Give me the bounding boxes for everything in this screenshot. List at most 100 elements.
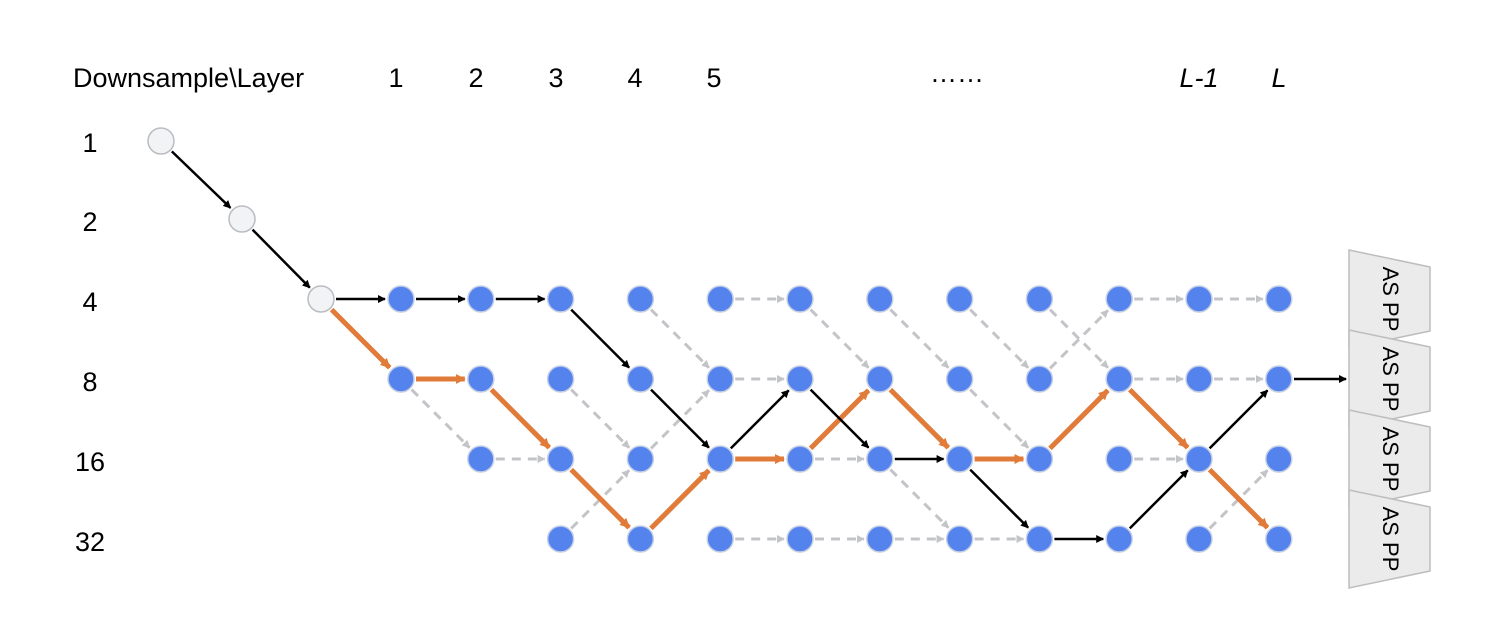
- corner-label: Downsample\Layer: [73, 63, 304, 93]
- cell-node: [866, 445, 894, 473]
- cell-node: [945, 365, 974, 393]
- stem-node: [307, 285, 335, 313]
- cell-node: [1185, 365, 1213, 393]
- cell-node: [866, 285, 894, 313]
- orange-search-path: [329, 307, 1270, 531]
- orange-path-edge: [649, 468, 711, 531]
- column-label-ellipsis: ……: [930, 58, 984, 88]
- black-path-edge: [809, 388, 870, 449]
- cell-node: [1025, 365, 1054, 393]
- cell-node: [786, 525, 814, 553]
- cell-node: [546, 525, 575, 553]
- cell-node: [387, 285, 415, 313]
- cell-node: [546, 285, 575, 313]
- candidate-edge: [1048, 309, 1109, 370]
- cell-node: [786, 365, 814, 393]
- column-label-5: 5: [706, 63, 721, 93]
- cell-node: [546, 445, 575, 473]
- candidate-edge: [570, 388, 631, 449]
- row-label-2: 2: [82, 207, 97, 237]
- cell-node: [1265, 445, 1293, 473]
- cell-nodes: [147, 127, 1293, 553]
- cell-node: [866, 525, 894, 553]
- cell-node: [467, 365, 495, 393]
- cell-node: [467, 285, 495, 313]
- aspp-label-3: AS PP: [1378, 427, 1403, 492]
- cell-node: [1025, 525, 1054, 553]
- stem-node: [147, 127, 175, 155]
- candidate-edge: [649, 308, 710, 369]
- candidate-edge: [1048, 308, 1109, 369]
- aspp-label-2: AS PP: [1378, 347, 1403, 412]
- column-label-3: 3: [548, 63, 563, 93]
- cell-node: [1105, 445, 1133, 473]
- cell-node: [786, 285, 814, 313]
- black-path-edge: [1208, 389, 1269, 450]
- orange-path-edge: [489, 387, 552, 450]
- column-label-4: 4: [627, 63, 642, 93]
- candidate-edge: [969, 388, 1030, 449]
- black-search-path: [170, 150, 1269, 543]
- cell-node: [706, 445, 734, 473]
- cell-node: [1105, 525, 1133, 553]
- black-path-edge: [729, 389, 790, 450]
- cell-node: [1185, 285, 1213, 313]
- cell-node: [706, 285, 734, 313]
- candidate-edge: [889, 468, 950, 529]
- orange-path-edge: [1048, 388, 1110, 451]
- cell-node: [1025, 445, 1054, 473]
- black-path-edge: [650, 388, 710, 449]
- orange-path-edge: [1207, 467, 1270, 530]
- candidate-edge: [410, 388, 471, 449]
- aspp-block-1: AS PP: [1348, 249, 1431, 349]
- cell-node: [626, 445, 655, 473]
- cell-node: [786, 445, 814, 473]
- cell-node: [1265, 365, 1293, 393]
- cell-node: [945, 285, 974, 313]
- cell-node: [626, 365, 655, 393]
- cell-node: [1265, 285, 1293, 313]
- row-label-32: 32: [75, 527, 105, 557]
- aspp-label-4: AS PP: [1378, 507, 1403, 572]
- row-label-8: 8: [82, 367, 97, 397]
- cell-node: [945, 525, 974, 553]
- orange-path-edge: [888, 387, 951, 450]
- cell-node: [387, 365, 415, 393]
- aspp-label-1: AS PP: [1378, 267, 1403, 332]
- cell-node: [945, 445, 974, 473]
- cell-node: [1025, 285, 1054, 313]
- cell-node: [546, 365, 575, 393]
- orange-path-edge: [569, 467, 631, 530]
- cell-node: [626, 285, 655, 313]
- black-path-edge: [969, 468, 1029, 529]
- cell-node: [706, 365, 734, 393]
- black-path-edge: [251, 228, 311, 289]
- column-label-L-minus-1: L-1: [1179, 63, 1218, 93]
- row-label-16: 16: [75, 447, 105, 477]
- cell-node: [1265, 525, 1293, 553]
- orange-path-edge: [1128, 387, 1190, 450]
- cell-node: [1185, 445, 1213, 473]
- cell-node: [1105, 365, 1133, 393]
- aspp-block-2: AS PP: [1348, 329, 1431, 429]
- stem-node: [228, 205, 256, 233]
- cell-node: [467, 445, 495, 473]
- candidate-edge: [969, 308, 1030, 369]
- black-path-edge: [1128, 469, 1189, 530]
- candidate-edge: [889, 308, 950, 369]
- column-label-2: 2: [468, 63, 483, 93]
- row-label-1: 1: [82, 128, 97, 158]
- cell-node: [706, 525, 734, 553]
- cell-node: [1105, 285, 1133, 313]
- candidate-connections: [410, 295, 1269, 543]
- candidate-edge: [809, 308, 870, 369]
- column-label-L: L: [1271, 63, 1286, 93]
- cell-node: [626, 525, 655, 553]
- orange-path-edge: [329, 307, 392, 370]
- aspp-block-3: AS PP: [1348, 409, 1431, 509]
- cell-node: [1185, 525, 1213, 553]
- aspp-block-4: AS PP: [1348, 489, 1431, 589]
- black-path-edge: [570, 308, 630, 369]
- cell-node: [866, 365, 894, 393]
- black-path-edge: [170, 150, 232, 209]
